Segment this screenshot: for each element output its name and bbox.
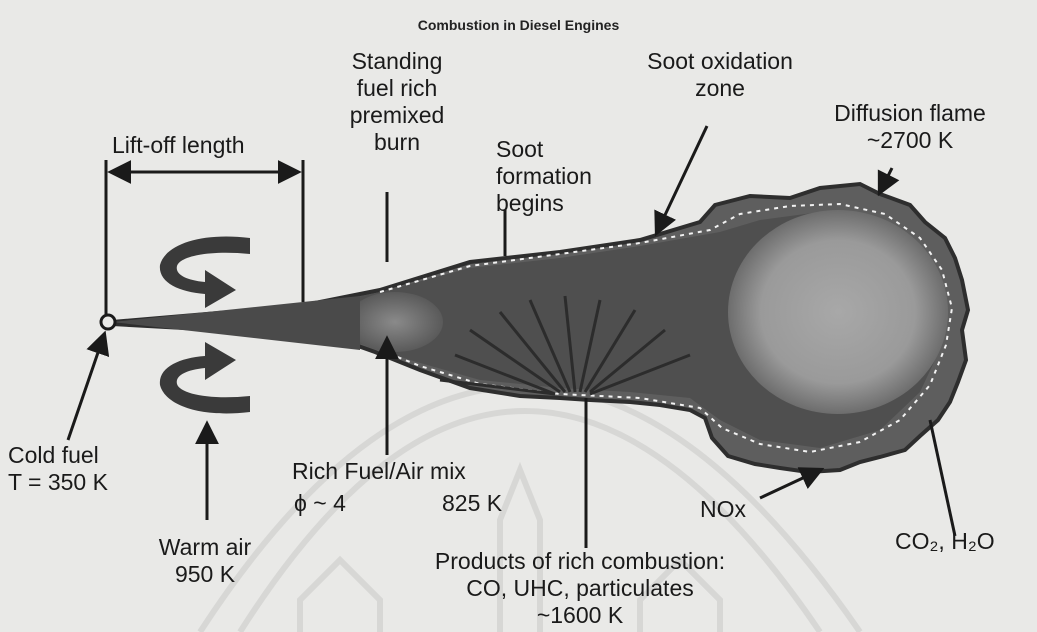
cold-fuel-label: Cold fuel T = 350 K bbox=[8, 442, 108, 496]
diffusion-flame-label: Diffusion flame ~2700 K bbox=[790, 100, 1030, 154]
premixed-burn-zone bbox=[347, 292, 443, 352]
fuel-spray bbox=[112, 296, 360, 350]
rich-mix-label: Rich Fuel/Air mix bbox=[292, 458, 466, 485]
standing-burn-label: Standing fuel rich premixed burn bbox=[322, 48, 472, 156]
soot-oxidation-label: Soot oxidation zone bbox=[610, 48, 830, 102]
swirl-arrow-top bbox=[160, 237, 250, 308]
diagram-title: Combustion in Diesel Engines bbox=[0, 17, 1037, 33]
lift-off-length-label: Lift-off length bbox=[112, 132, 245, 159]
phi-value: ϕ ~ 4 bbox=[294, 490, 346, 517]
warm-air-label: Warm air 950 K bbox=[130, 534, 280, 588]
rich-mix-temperature: 825 K bbox=[442, 490, 502, 517]
injector-nozzle bbox=[101, 315, 115, 329]
nox-label: NOx bbox=[700, 496, 746, 523]
products-label: Products of rich combustion: CO, UHC, pa… bbox=[360, 548, 800, 629]
soot-formation-label: Soot formation begins bbox=[496, 136, 592, 217]
flame-core bbox=[728, 210, 948, 414]
swirl-arrow-bottom bbox=[160, 342, 250, 413]
co2-h2o-label: CO₂, H₂O bbox=[895, 528, 995, 555]
